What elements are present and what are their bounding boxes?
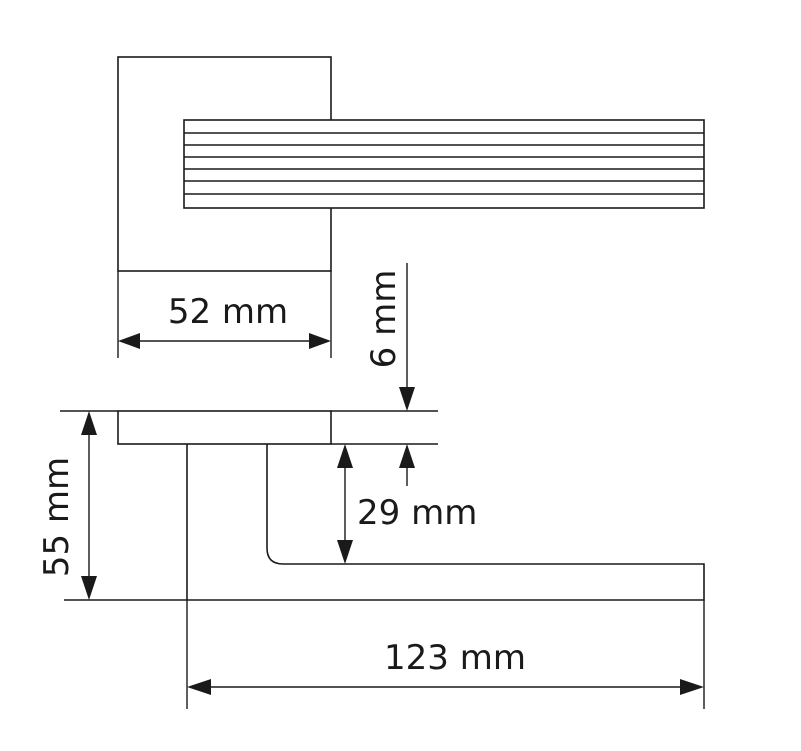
label-rose-thickness: 6 mm: [364, 270, 404, 369]
arrowhead-up: [399, 444, 415, 468]
side-view: 6 mm 29 mm 55 mm 123 mm: [37, 263, 705, 709]
arrowhead-up: [81, 411, 97, 435]
dimension-rose-width: 52 mm: [117, 271, 332, 358]
label-handle-drop: 29 mm: [357, 493, 477, 533]
handle-side-outline: [186, 444, 705, 601]
rose-plate-side-view: [117, 410, 332, 445]
label-rose-width: 52 mm: [168, 292, 288, 332]
arrowhead-right: [309, 333, 331, 349]
arrowhead-down: [337, 540, 353, 564]
label-handle-length: 123 mm: [384, 638, 526, 678]
dimension-rose-thickness: 6 mm: [331, 263, 438, 486]
arrowhead-down: [81, 576, 97, 600]
grip-grooves: [184, 132, 704, 195]
dimension-handle-drop: 29 mm: [337, 444, 477, 564]
dimension-total-height: 55 mm: [37, 410, 187, 601]
label-total-height: 55 mm: [37, 457, 77, 577]
arrowhead-up: [337, 444, 353, 468]
dimension-handle-length: 123 mm: [186, 600, 705, 709]
arrowhead-left: [118, 333, 140, 349]
arrowhead-right: [680, 679, 704, 695]
top-view: 52 mm: [117, 56, 705, 358]
arrowhead-left: [187, 679, 211, 695]
arrowhead-down: [399, 387, 415, 411]
